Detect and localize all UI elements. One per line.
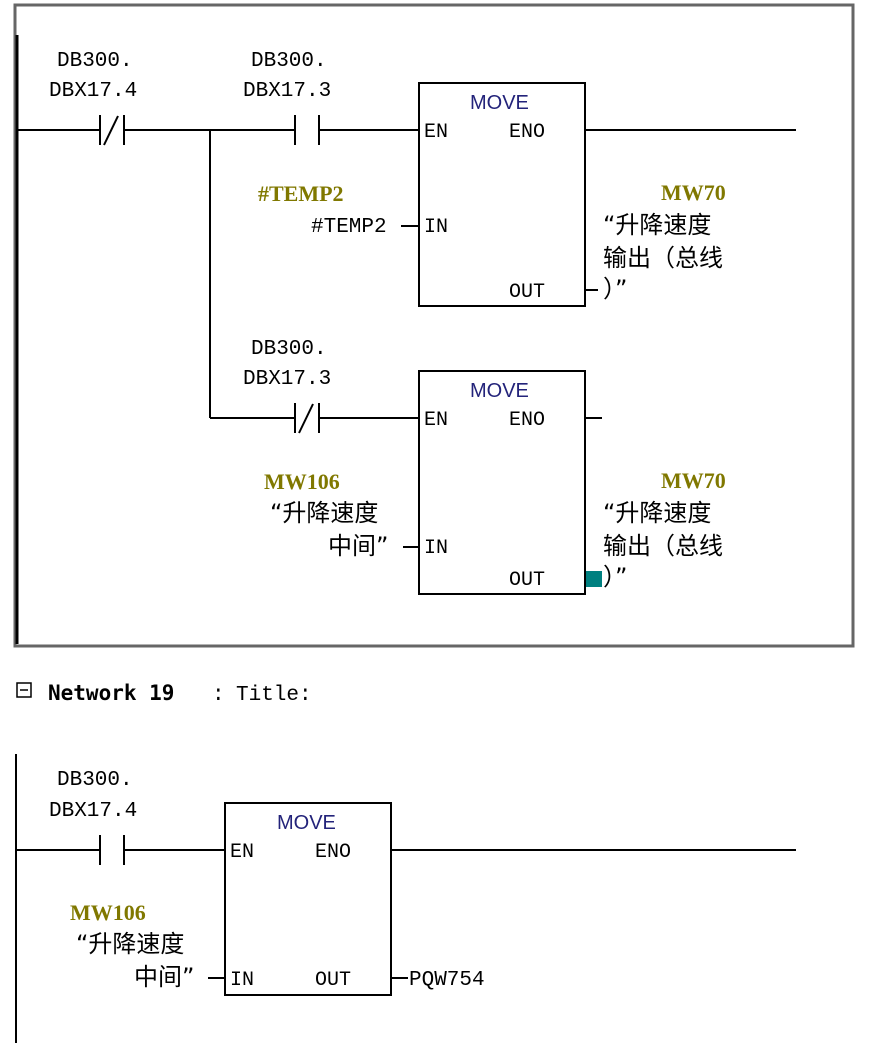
pin-in: IN bbox=[230, 969, 254, 992]
out-comment-line1: “升降速度 bbox=[603, 211, 711, 239]
pin-en: EN bbox=[424, 409, 448, 432]
pin-out: OUT bbox=[315, 969, 351, 992]
move-block-1[interactable]: MOVE EN ENO IN OUT bbox=[418, 82, 586, 307]
in-comment-line2: 中间” bbox=[134, 963, 194, 991]
out-address-mw70[interactable]: MW70 bbox=[661, 468, 726, 493]
move-block-2[interactable]: MOVE EN ENO IN OUT bbox=[418, 370, 586, 595]
in-symbol-temp2[interactable]: #TEMP2 bbox=[258, 181, 344, 206]
in-address-mw106[interactable]: MW106 bbox=[264, 469, 340, 494]
out-address-mw70[interactable]: MW70 bbox=[661, 180, 726, 205]
contact-address-line2: DBX17.4 bbox=[49, 800, 137, 823]
in-comment-line1: “升降速度 bbox=[76, 930, 184, 958]
out-comment-line3: ）” bbox=[603, 275, 627, 303]
in-comment-line2: 中间” bbox=[328, 532, 388, 560]
pin-en: EN bbox=[230, 841, 254, 864]
out-comment-line1: “升降速度 bbox=[603, 499, 711, 527]
move-block-3[interactable]: MOVE EN ENO IN OUT bbox=[224, 802, 392, 996]
in-comment-line1: “升降速度 bbox=[270, 499, 378, 527]
contact-address-line2: DBX17.3 bbox=[243, 368, 331, 391]
pin-en: EN bbox=[424, 121, 448, 144]
selected-out-connector[interactable] bbox=[586, 571, 602, 587]
out-comment-line3: ）” bbox=[603, 563, 627, 591]
block-title: MOVE bbox=[470, 380, 529, 402]
out-operand-pqw754[interactable]: PQW754 bbox=[409, 969, 485, 992]
pin-eno: ENO bbox=[509, 409, 545, 432]
pin-in: IN bbox=[424, 537, 448, 560]
contact-address-line1: DB300. bbox=[251, 50, 327, 73]
pin-out: OUT bbox=[509, 569, 545, 592]
pin-eno: ENO bbox=[315, 841, 351, 864]
block-title: MOVE bbox=[470, 92, 529, 114]
minus-box-icon[interactable] bbox=[16, 682, 32, 698]
block-title: MOVE bbox=[277, 812, 336, 834]
network-separator: : bbox=[212, 684, 225, 707]
network-title[interactable]: Title: bbox=[236, 684, 312, 707]
pin-eno: ENO bbox=[509, 121, 545, 144]
out-comment-line2: 输出（总线 bbox=[603, 532, 723, 560]
contact-no-dbx17-4[interactable]: DB300. DBX17.4 bbox=[16, 769, 225, 865]
contact-address-line2: DBX17.3 bbox=[243, 80, 331, 103]
contact-address-line1: DB300. bbox=[57, 50, 133, 73]
pin-in: IN bbox=[424, 216, 448, 239]
contact-address-line1: DB300. bbox=[251, 338, 327, 361]
contact-nc-dbx17-3[interactable]: DB300. DBX17.3 bbox=[210, 338, 419, 434]
contact-address-line1: DB300. bbox=[57, 769, 133, 792]
out-comment-line2: 输出（总线 bbox=[603, 244, 723, 272]
in-address-mw106[interactable]: MW106 bbox=[70, 900, 146, 925]
network-19-header[interactable]: Network 19 : Title: bbox=[16, 681, 312, 707]
pin-out: OUT bbox=[509, 281, 545, 304]
in-operand-temp2[interactable]: #TEMP2 bbox=[311, 216, 387, 239]
network-frame bbox=[13, 3, 855, 648]
contact-address-line2: DBX17.4 bbox=[49, 80, 137, 103]
network-heading: Network 19 bbox=[48, 681, 174, 705]
contact-no-dbx17-3[interactable]: DB300. DBX17.3 bbox=[243, 50, 419, 145]
